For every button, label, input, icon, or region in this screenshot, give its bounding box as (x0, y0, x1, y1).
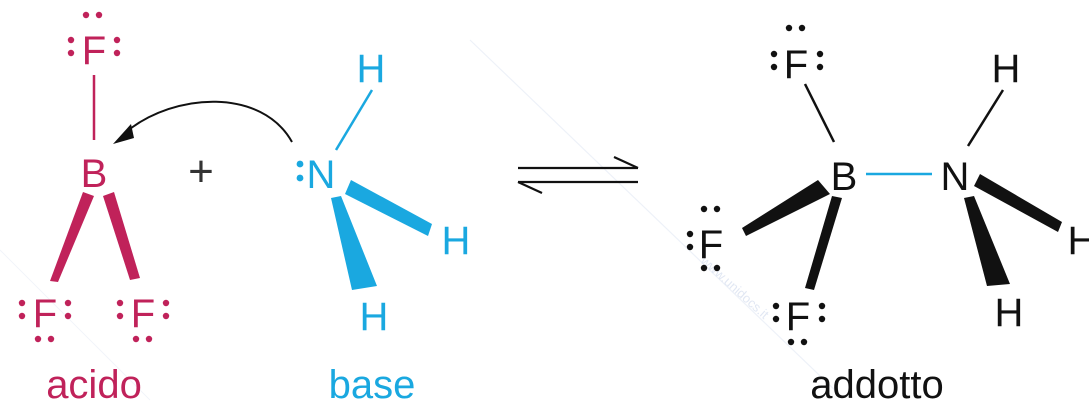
acid-molecule: F B F F acido (18, 11, 170, 407)
acid-atom-f-right: F (131, 292, 155, 336)
lone-pair-base-nitrogen (296, 160, 304, 182)
plus-sign: + (188, 147, 214, 196)
wedge-bond-adduct-b-f-left (742, 180, 830, 236)
bond-adduct-n-h-top (966, 89, 1005, 147)
bond-n-h-top (334, 89, 374, 151)
wedge-bond-b-f-left (50, 192, 94, 282)
reverse-arrow-barb (517, 181, 543, 194)
adduct-atom-f-top: F (784, 43, 808, 87)
wedge-bond-n-h-right (345, 180, 432, 236)
bond-adduct-b-f-top (803, 83, 836, 143)
acid-atom-boron: B (81, 152, 108, 196)
adduct-atom-f-left: F (699, 223, 723, 267)
lone-pairs-adduct-f-top (770, 24, 824, 71)
lone-pairs-acid-f-left (18, 299, 72, 343)
wedge-bond-adduct-b-f-bottom (805, 196, 842, 290)
base-atom-h-right: H (442, 219, 471, 263)
base-atom-h-bottom: H (360, 295, 389, 339)
wedge-bond-adduct-n-h-right (974, 174, 1062, 232)
adduct-atom-h-right: H (1068, 219, 1089, 263)
electron-pair-arrow (113, 100, 293, 144)
watermark-line (469, 39, 841, 396)
lone-pairs-acid-f-top (67, 11, 121, 57)
wedge-bond-n-h-bottom (331, 196, 377, 290)
adduct-caption: addotto (810, 363, 943, 407)
lone-pairs-acid-f-right (116, 299, 170, 343)
base-atom-h-top: H (357, 47, 386, 91)
wedge-bond-b-f-right (103, 192, 140, 280)
acid-caption: acido (46, 363, 142, 407)
lone-pairs-adduct-f-bottom (772, 302, 826, 346)
adduct-atom-h-top: H (992, 47, 1021, 91)
acid-atom-f-top: F (82, 29, 106, 73)
adduct-molecule: F B N F F H H H addotto (686, 24, 1089, 407)
arrow-curve (125, 100, 293, 143)
arrow-head (113, 124, 134, 144)
adduct-atom-nitrogen: N (941, 155, 970, 199)
base-molecule: N H H H base (296, 47, 471, 407)
watermark-line (0, 249, 151, 401)
adduct-atom-h-bottom: H (995, 291, 1024, 335)
base-atom-nitrogen: N (307, 153, 336, 197)
adduct-atom-f-bottom: F (786, 295, 810, 339)
adduct-atom-boron: B (831, 155, 858, 199)
wedge-bond-adduct-n-h-bottom (964, 196, 1010, 286)
acid-atom-f-left: F (33, 292, 57, 336)
lone-pairs-adduct-f-left (686, 205, 721, 272)
base-caption: base (329, 363, 416, 407)
equilibrium-arrows (517, 156, 639, 194)
forward-arrow-barb (613, 156, 639, 169)
